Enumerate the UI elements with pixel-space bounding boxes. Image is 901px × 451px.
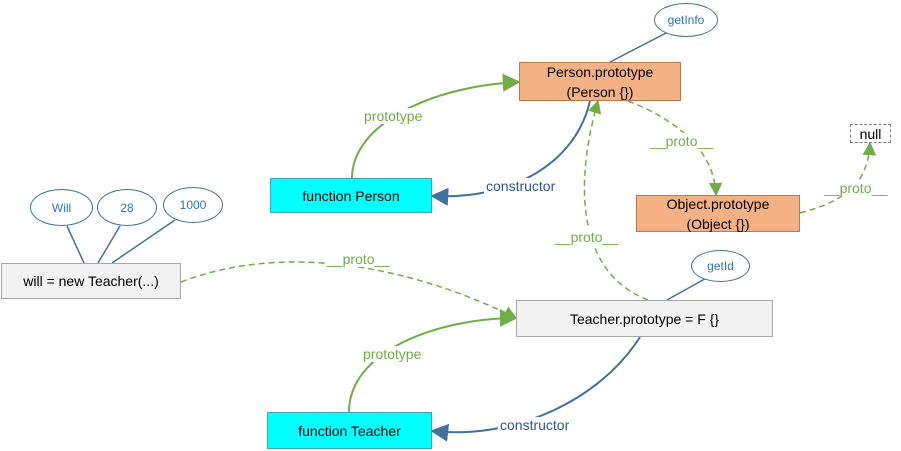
- edge-proto-will-teacher: [180, 261, 518, 319]
- will-age-connector: [97, 225, 121, 264]
- person-prototype-box: Person.prototype (Person {}): [519, 62, 681, 101]
- will-instance-box: will = new Teacher(...): [1, 263, 181, 299]
- will-name-oval: Will: [30, 189, 93, 226]
- getinfo-label: getInfo: [667, 13, 705, 27]
- edge-constructor-teacher: [430, 336, 641, 442]
- will-age-label: 28: [120, 200, 134, 215]
- object-prototype-label: Object.prototype (Object {}): [666, 195, 770, 232]
- function-teacher-box: function Teacher: [267, 412, 432, 449]
- null-box: null: [850, 124, 891, 143]
- prototype-person-label: prototype: [362, 108, 425, 124]
- function-teacher-label: function Teacher: [298, 422, 401, 439]
- proto-person-object-label: __proto__: [648, 133, 716, 149]
- teacher-prototype-label: Teacher.prototype = F {}: [569, 310, 720, 327]
- will-salary-connector: [111, 219, 176, 264]
- function-person-box: function Person: [270, 178, 432, 213]
- proto-object-null-label: __proto__: [822, 180, 890, 196]
- object-prototype-box: Object.prototype (Object {}): [636, 195, 800, 232]
- edge-proto-object-null: [799, 141, 877, 214]
- will-name-connector: [66, 225, 85, 264]
- teacher-prototype-box: Teacher.prototype = F {}: [516, 300, 773, 337]
- edge-prototype-teacher: [348, 309, 518, 413]
- prototype-teacher-label: prototype: [361, 346, 424, 362]
- will-name-label: Will: [51, 200, 72, 215]
- will-age-oval: 28: [97, 189, 157, 226]
- person-prototype-label: Person.prototype (Person {}): [546, 63, 654, 100]
- getid-property-oval: getId: [691, 250, 750, 282]
- edge-prototype-person: [351, 73, 521, 179]
- will-instance-label: will = new Teacher(...): [23, 273, 159, 289]
- function-person-label: function Person: [302, 187, 400, 204]
- edge-constructor-person: [430, 100, 591, 206]
- proto-will-teacher-label: __proto__: [325, 251, 393, 267]
- constructor-teacher-label: constructor: [498, 417, 572, 433]
- proto-teacher-person-label: __proto__: [553, 229, 621, 245]
- constructor-person-label: constructor: [484, 178, 558, 194]
- edge-proto-teacher-person: [583, 99, 649, 301]
- getinfo-property-oval: getInfo: [654, 3, 718, 37]
- null-label: null: [859, 125, 882, 142]
- getid-label: getId: [707, 259, 734, 273]
- getinfo-connector: [609, 31, 669, 63]
- getid-connector: [666, 275, 711, 301]
- will-salary-label: 1000: [179, 198, 207, 212]
- will-salary-oval: 1000: [163, 187, 223, 223]
